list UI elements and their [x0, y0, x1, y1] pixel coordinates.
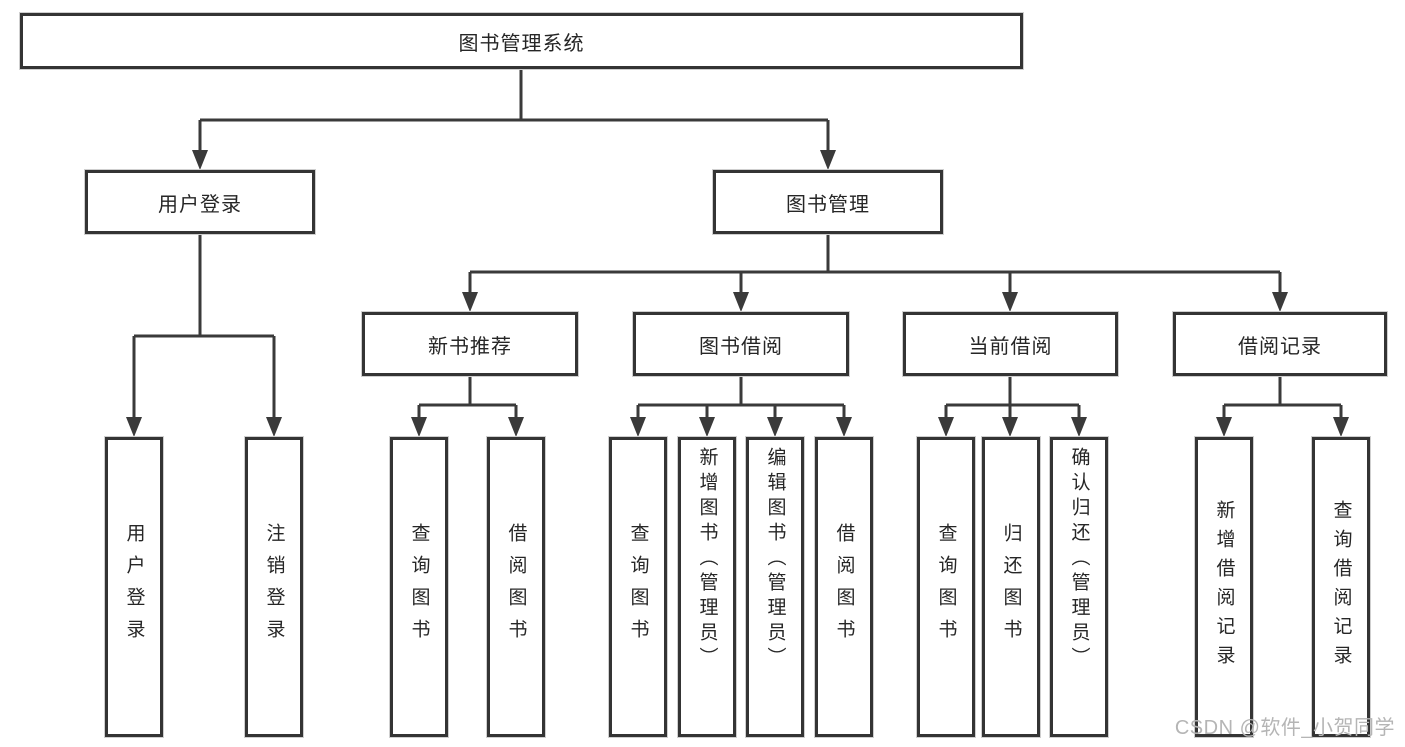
leaf-query-book-3: 查询图书 [917, 437, 975, 737]
leaf-user-login-label: 用户登录 [123, 523, 145, 651]
node-library-system: 图书管理系统 [20, 13, 1023, 69]
leaf-borrow-book-1-label: 借阅图书 [505, 523, 527, 651]
leaf-add-book-admin: 新增图书（管理员） [678, 437, 736, 737]
leaf-borrow-book-1: 借阅图书 [487, 437, 545, 737]
leaf-confirm-return-admin: 确认归还（管理员） [1050, 437, 1108, 737]
leaf-query-book-2-label: 查询图书 [627, 523, 649, 651]
connector-borrow-records [1216, 376, 1349, 437]
leaf-add-borrow-record: 新增借阅记录 [1195, 437, 1253, 737]
leaf-edit-book-admin-label: 编辑图书（管理员） [764, 447, 786, 672]
leaf-query-book-1: 查询图书 [390, 437, 448, 737]
node-book-management: 图书管理 [713, 170, 943, 234]
node-book-borrow: 图书借阅 [633, 312, 849, 376]
leaf-return-book: 归还图书 [982, 437, 1040, 737]
leaf-query-book-3-label: 查询图书 [935, 523, 957, 651]
leaf-return-book-label: 归还图书 [1000, 523, 1022, 651]
leaf-borrow-book-2-label: 借阅图书 [833, 523, 855, 651]
leaf-user-login: 用户登录 [105, 437, 163, 737]
connector-root [192, 69, 836, 170]
node-borrow-records: 借阅记录 [1173, 312, 1387, 376]
leaf-query-book-2: 查询图书 [609, 437, 667, 737]
connector-book-borrow [630, 376, 852, 437]
leaf-logout-login: 注销登录 [245, 437, 303, 737]
csdn-watermark: CSDN @软件_小贺同学 [1174, 717, 1395, 739]
node-current-borrow: 当前借阅 [903, 312, 1118, 376]
node-user-login: 用户登录 [85, 170, 315, 234]
connector-book-management [462, 234, 1288, 312]
connector-user-login [126, 234, 282, 437]
connector-current-borrow [938, 376, 1087, 437]
leaf-logout-login-label: 注销登录 [263, 523, 285, 651]
connector-new-book-recommend [411, 376, 524, 437]
leaf-query-borrow-record-label: 查询借阅记录 [1330, 500, 1352, 674]
leaf-confirm-return-admin-label: 确认归还（管理员） [1068, 447, 1090, 672]
leaf-add-borrow-record-label: 新增借阅记录 [1213, 500, 1235, 674]
leaf-query-book-1-label: 查询图书 [408, 523, 430, 651]
node-new-book-recommend: 新书推荐 [362, 312, 578, 376]
leaf-edit-book-admin: 编辑图书（管理员） [746, 437, 804, 737]
leaf-add-book-admin-label: 新增图书（管理员） [696, 447, 718, 672]
leaf-borrow-book-2: 借阅图书 [815, 437, 873, 737]
leaf-query-borrow-record: 查询借阅记录 [1312, 437, 1370, 737]
